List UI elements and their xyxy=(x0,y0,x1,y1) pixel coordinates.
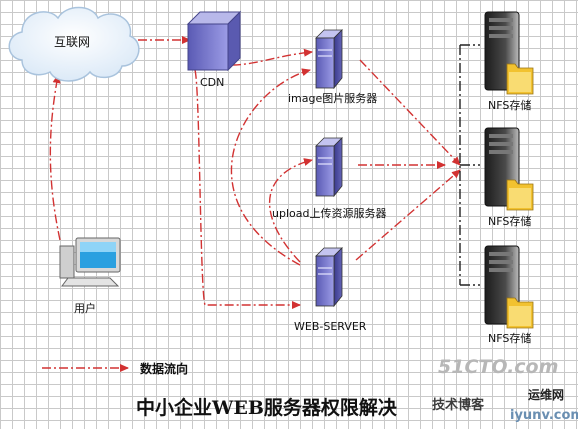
nfs-storage-icon-1 xyxy=(484,11,534,95)
watermark-url: iyunv.com xyxy=(510,408,578,423)
image-server-icon xyxy=(315,29,343,90)
nfs-label-1: NFS存储 xyxy=(488,99,532,112)
cdn-box-icon xyxy=(186,10,242,72)
web-server-label: WEB-SERVER xyxy=(294,320,367,333)
nfs-label-2: NFS存储 xyxy=(488,215,532,228)
image-server-label: image图片服务器 xyxy=(288,92,378,105)
watermark-line2: 运维网 xyxy=(528,388,565,402)
nfs-links xyxy=(459,44,480,286)
cdn-label: CDN xyxy=(200,76,225,89)
user-label: 用户 xyxy=(74,302,96,315)
diagram-title: 中小企业WEB服务器权限解决 xyxy=(136,397,397,419)
flow-cdn-to-webserver xyxy=(194,69,301,309)
nfs-storage-icon-2 xyxy=(484,127,534,211)
user-computer-icon xyxy=(59,237,121,287)
flow-cdn-to-image xyxy=(231,48,313,66)
flow-web-to-image xyxy=(230,68,311,266)
watermark-line1: 技术博客 xyxy=(432,398,485,413)
nfs-label-3: NFS存储 xyxy=(488,332,532,345)
flow-web-to-upload xyxy=(268,158,313,263)
watermark-site: 51CTO.com xyxy=(438,356,559,378)
flow-image-to-nfs xyxy=(359,59,461,166)
internet-cloud-icon xyxy=(8,6,140,82)
flow-user-to-internet xyxy=(49,74,61,241)
upload-server-icon xyxy=(315,137,343,198)
web-server-icon xyxy=(315,247,343,308)
internet-label: 互联网 xyxy=(54,35,91,49)
nfs-storage-icon-3 xyxy=(484,245,534,329)
upload-server-label: upload上传资源服务器 xyxy=(272,207,387,220)
flow-web-to-nfs xyxy=(355,169,461,261)
flow-arrows xyxy=(42,36,461,372)
legend-label: 数据流向 xyxy=(140,362,189,376)
